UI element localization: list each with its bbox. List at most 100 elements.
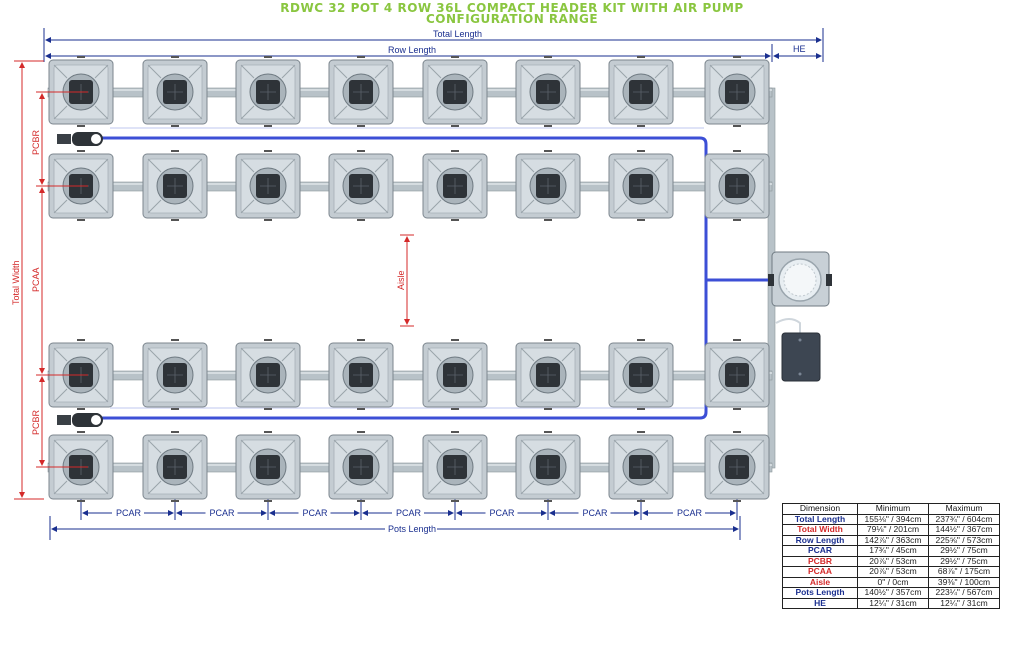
row-min: 20⅞" / 53cm [857,566,929,578]
table-header-maximum: Maximum [928,503,1000,515]
table-header-row: Dimension Minimum Maximum [782,503,1000,515]
total-length-dimension: Total Length [43,28,824,62]
pcar-label: PCAR [583,508,609,518]
he-dimension: HE [773,44,822,59]
total-width-label: Total Width [11,260,21,305]
table-header-dimension: Dimension [782,503,858,515]
he-label: HE [793,44,806,54]
row-length-dimension: Row Length [45,44,773,62]
total-width-dimension: Total Width [11,60,44,500]
pot [515,339,581,410]
pcar-label: PCAR [303,508,329,518]
pot [422,150,488,221]
pots-length-label: Pots Length [388,524,436,534]
table-header-minimum: Minimum [857,503,929,515]
row-name: Row Length [782,534,858,546]
pot [515,56,581,127]
row-min: 20⅞" / 53cm [857,555,929,567]
header-tank [768,251,832,307]
pot [608,150,674,221]
pots-grid [46,56,770,502]
row-min: 142⅞" / 363cm [857,534,929,546]
pot [235,431,301,502]
row-min: 17¾" / 45cm [857,545,929,557]
row-max: 12¼" / 31cm [928,597,1000,609]
pot [328,150,394,221]
pot [422,339,488,410]
row-name: PCAR [782,545,858,557]
row-min: 12¼" / 31cm [857,597,929,609]
pcar-label: PCAR [490,508,516,518]
pot [515,431,581,502]
pot [704,150,770,221]
pcar-label: PCAR [396,508,422,518]
row-max: 237¾" / 604cm [928,513,1000,525]
pcaa-label: PCAA [31,267,41,292]
diagram-subtitle: CONFIGURATION RANGE [425,12,599,26]
aisle-dimension: Aisle [396,234,414,327]
row-max: 225⅝" / 573cm [928,534,1000,546]
air-pump [775,318,821,382]
pot [704,431,770,502]
row-max: 144½" / 367cm [928,524,1000,536]
pot [608,56,674,127]
row-name: Total Width [782,524,858,536]
row-max: 29½" / 75cm [928,545,1000,557]
pot [142,431,208,502]
pot [422,431,488,502]
row-name: Pots Length [782,587,858,599]
row-max: 68⅞" / 175cm [928,566,1000,578]
pot [704,339,770,410]
pot [142,339,208,410]
pot [704,56,770,127]
pot [422,56,488,127]
pot [328,431,394,502]
pot [328,339,394,410]
pots-length-dimension: Pots Length [49,516,741,540]
pcar-label: PCAR [210,508,236,518]
row-max: 29½" / 75cm [928,555,1000,567]
row-pipes [47,87,773,473]
pump-bottom [57,413,103,427]
pot [235,56,301,127]
row-max: 39⅜" / 100cm [928,576,1000,588]
pump-top [57,132,103,146]
row-name: PCBR [782,555,858,567]
row-name: HE [782,597,858,609]
pcar-label: PCAR [677,508,703,518]
pot [608,431,674,502]
row-name: PCAA [782,566,858,578]
row-max: 223¼" / 567cm [928,587,1000,599]
pcbr-top-label: PCBR [31,129,41,155]
row-name: Aisle [782,576,858,588]
total-length-label: Total Length [433,29,482,39]
aisle-label: Aisle [396,270,406,290]
water-return-lines [96,127,770,420]
row-min: 155⅛" / 394cm [857,513,929,525]
row-length-label: Row Length [388,45,436,55]
row-min: 79⅛" / 201cm [857,524,929,536]
pcbr-bottom-label: PCBR [31,409,41,435]
pot [515,150,581,221]
pot [142,56,208,127]
row-min: 140½" / 357cm [857,587,929,599]
row-min: 0" / 0cm [857,576,929,588]
pot [235,150,301,221]
pot [328,56,394,127]
pot [235,339,301,410]
pot [608,339,674,410]
row-name: Total Length [782,513,858,525]
diagram-title: RDWC 32 POT 4 ROW 36L COMPACT HEADER KIT… [280,1,744,15]
